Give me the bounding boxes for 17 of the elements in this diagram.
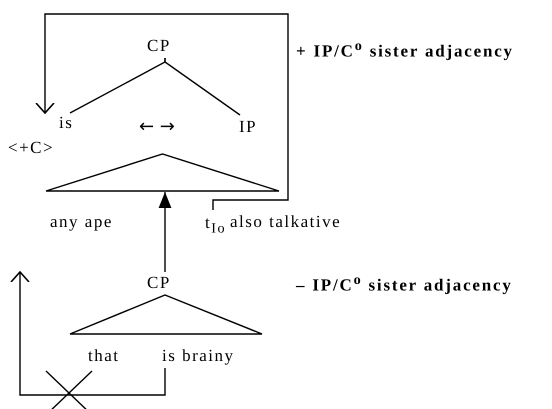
phrase-label: any ape — [50, 212, 113, 232]
condition-label: – IP/C$^{o}$ sister adjacency — [296, 271, 513, 296]
phrase-label: also talkative — [230, 212, 342, 232]
movement-arrow — [158, 192, 172, 272]
feature-label: <+C> — [8, 138, 54, 158]
category-label: CP — [147, 36, 171, 56]
word-label: is — [59, 113, 74, 133]
trace-label: t$_{Io}$ — [205, 213, 226, 238]
condition-label: + IP/C$^{o}$ sister adjacency — [296, 37, 514, 62]
adjacency-arrows-label: ← → — [139, 117, 175, 137]
movement-arrow — [10, 271, 166, 396]
phrase-label: is brainy — [162, 346, 235, 366]
word-label: that — [88, 346, 120, 366]
tree-branch — [164, 58, 240, 116]
movement-arrow — [35, 13, 289, 210]
category-label: IP — [239, 117, 258, 137]
category-label: CP — [147, 273, 171, 293]
